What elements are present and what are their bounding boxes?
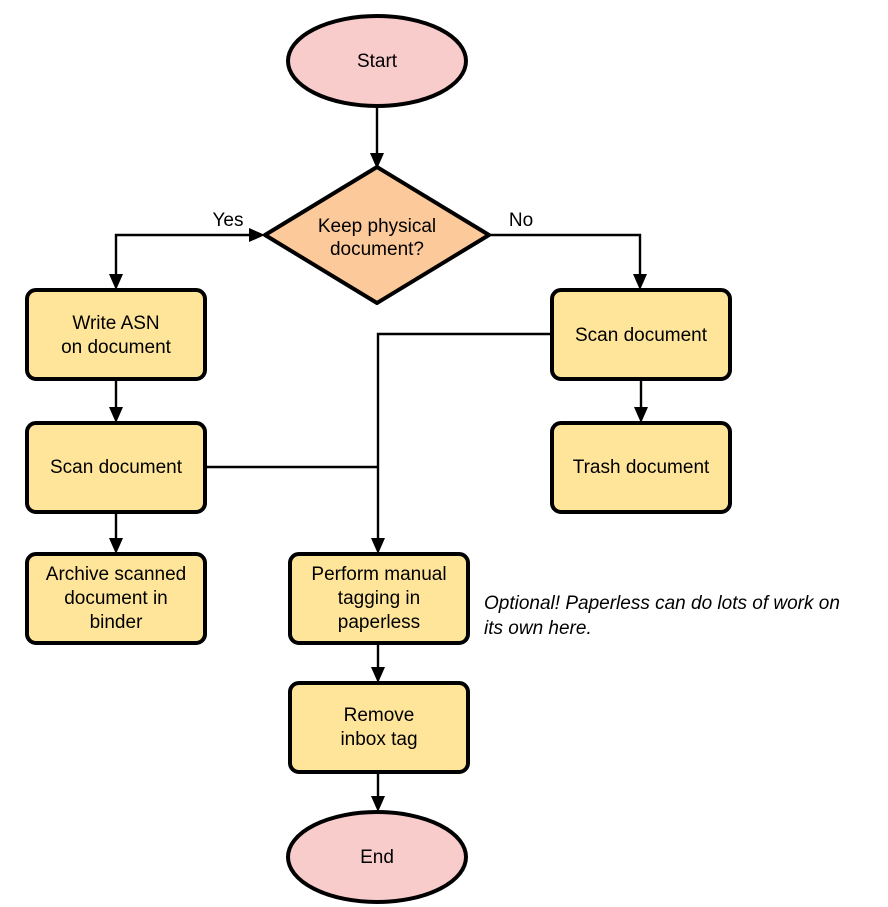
arrow-head-icon bbox=[371, 796, 385, 812]
arrow-head-icon bbox=[371, 538, 385, 554]
edge-line bbox=[114, 233, 258, 281]
edge-label-no: No bbox=[509, 210, 533, 231]
edge-line bbox=[376, 332, 552, 545]
node-manual-tagging-label-line2: tagging in bbox=[338, 588, 420, 609]
edge-manual-tagging-to-remove-inbox bbox=[371, 643, 385, 683]
node-remove-inbox-tag[interactable]: Remove inbox tag bbox=[288, 681, 470, 774]
node-scan-document-left[interactable]: Scan document bbox=[25, 421, 207, 514]
node-perform-manual-tagging-in-paperless[interactable]: Perform manual tagging in paperless bbox=[288, 552, 470, 645]
edges-layer: Yes No bbox=[109, 106, 648, 812]
decision-diamond[interactable] bbox=[263, 165, 491, 305]
node-archive-label-line3: binder bbox=[90, 612, 143, 633]
arrow-head-icon bbox=[109, 274, 123, 290]
node-scan-document-left-label: Scan document bbox=[50, 457, 183, 478]
process-rect[interactable] bbox=[25, 552, 207, 645]
edge-decision-yes-to-write-asn: Yes bbox=[109, 210, 265, 290]
process-rect[interactable] bbox=[288, 681, 470, 774]
node-archive-label-line2: document in bbox=[64, 588, 168, 609]
edge-remove-inbox-to-end bbox=[371, 772, 385, 812]
node-scan-document-right[interactable]: Scan document bbox=[550, 288, 732, 381]
process-rect[interactable] bbox=[550, 288, 732, 381]
edge-scan-right-to-trash bbox=[634, 379, 648, 423]
node-end-label: End bbox=[360, 847, 394, 868]
process-rect[interactable] bbox=[25, 421, 207, 514]
arrow-head-icon bbox=[109, 538, 123, 554]
process-rect[interactable] bbox=[25, 288, 207, 381]
annotation-line1: Optional! Paperless can do lots of work … bbox=[484, 593, 840, 614]
node-remove-inbox-label-line1: Remove bbox=[344, 705, 415, 726]
edge-label-yes: Yes bbox=[213, 210, 244, 231]
edge-start-to-decision bbox=[370, 106, 384, 169]
node-decision-label-line2: document? bbox=[330, 239, 424, 260]
node-scan-document-right-label: Scan document bbox=[575, 325, 708, 346]
annotation-line2: its own here. bbox=[484, 618, 592, 639]
annotation-optional-paperless: Optional! Paperless can do lots of work … bbox=[484, 593, 840, 639]
node-end[interactable]: End bbox=[286, 810, 468, 904]
start-ellipse[interactable] bbox=[286, 14, 468, 108]
node-start[interactable]: Start bbox=[286, 14, 468, 108]
edge-decision-no-to-scan-right: No bbox=[490, 210, 647, 290]
arrow-head-icon bbox=[634, 407, 648, 423]
node-trash-document[interactable]: Trash document bbox=[550, 421, 732, 514]
node-manual-tagging-label-line1: Perform manual bbox=[311, 564, 446, 585]
process-rect[interactable] bbox=[288, 552, 470, 645]
arrow-head-icon bbox=[633, 274, 647, 290]
node-remove-inbox-label-line2: inbox tag bbox=[340, 729, 417, 750]
node-archive-label-line1: Archive scanned bbox=[46, 564, 186, 585]
node-decision-label-line1: Keep physical bbox=[318, 216, 436, 237]
node-write-asn-on-document[interactable]: Write ASN on document bbox=[25, 288, 207, 381]
nodes-layer: Start Keep physical document? Write ASN … bbox=[25, 14, 732, 904]
edge-line bbox=[490, 233, 642, 281]
node-trash-document-label: Trash document bbox=[573, 457, 710, 478]
node-write-asn-label-line1: Write ASN bbox=[72, 313, 159, 334]
edge-scan-right-to-manual-tagging bbox=[371, 332, 552, 554]
node-write-asn-label-line2: on document bbox=[61, 337, 172, 358]
arrow-head-icon bbox=[109, 407, 123, 423]
node-start-label: Start bbox=[357, 51, 398, 72]
node-manual-tagging-label-line3: paperless bbox=[338, 612, 420, 633]
process-rect[interactable] bbox=[550, 421, 732, 514]
end-ellipse[interactable] bbox=[286, 810, 468, 904]
arrow-head-icon bbox=[370, 153, 384, 169]
arrow-head-icon bbox=[249, 228, 265, 242]
node-archive-scanned-document-in-binder[interactable]: Archive scanned document in binder bbox=[25, 552, 207, 645]
edge-scan-left-to-archive bbox=[109, 512, 123, 554]
arrow-head-icon bbox=[371, 667, 385, 683]
node-decision-keep-physical-document[interactable]: Keep physical document? bbox=[263, 165, 491, 305]
edge-write-asn-to-scan-left bbox=[109, 379, 123, 423]
